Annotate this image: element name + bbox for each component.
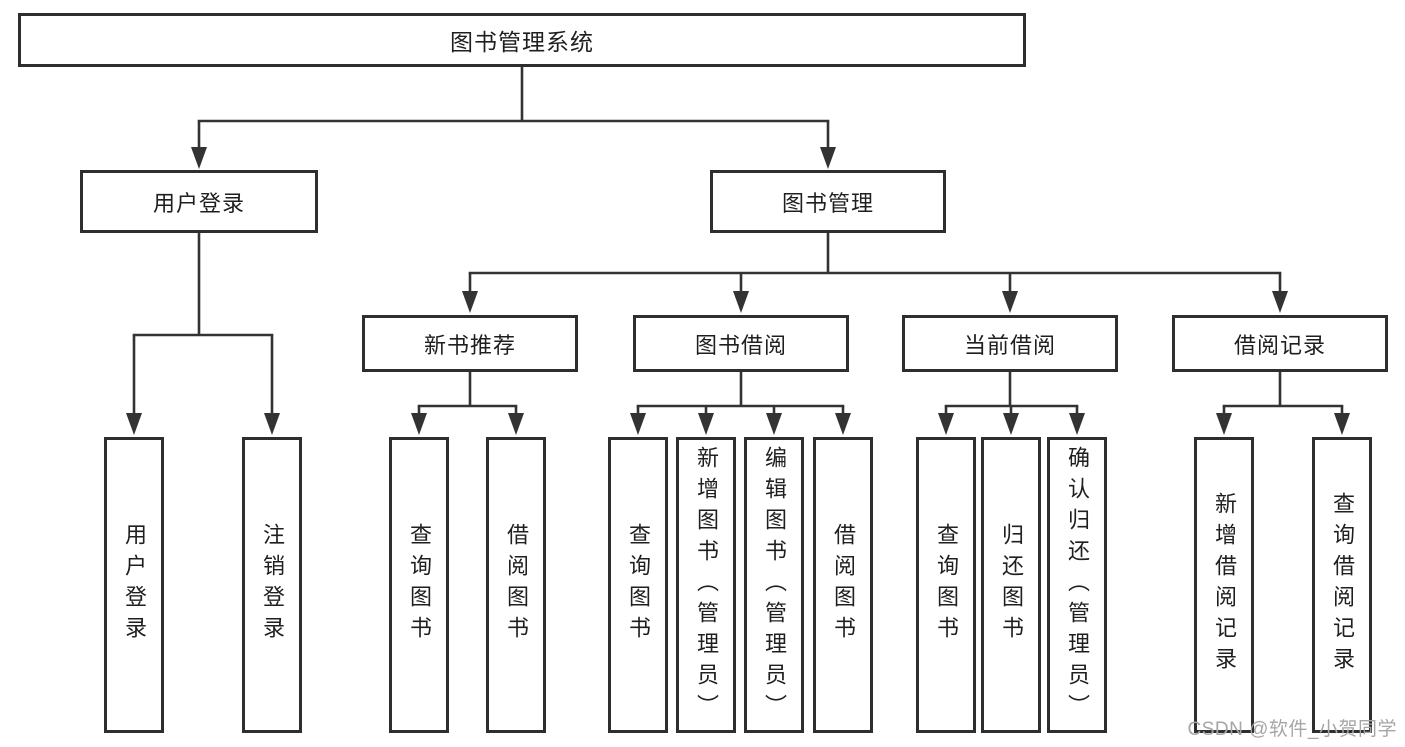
node-book-management: 图书管理 xyxy=(710,170,946,233)
arrowhead-icon xyxy=(1272,291,1288,313)
leaf-logout: 注销登录 xyxy=(242,437,302,733)
arrowhead-icon xyxy=(264,413,280,435)
node-current-borrowing: 当前借阅 xyxy=(902,315,1118,372)
branch-borrowing-records xyxy=(1216,372,1350,435)
arrowhead-icon xyxy=(698,413,714,435)
arrowhead-icon xyxy=(820,147,836,169)
node-borrowing-records: 借阅记录 xyxy=(1172,315,1388,372)
arrowhead-icon xyxy=(835,413,851,435)
leaf-add-books-admin: 新增图书（管理员） xyxy=(676,437,736,733)
node-new-book-recommendation: 新书推荐 xyxy=(362,315,578,372)
node-label: 新增借阅记录 xyxy=(1212,492,1237,678)
node-label: 图书借阅 xyxy=(694,332,787,358)
arrowhead-icon xyxy=(766,413,782,435)
leaf-borrow-books-recommend: 借阅图书 xyxy=(486,437,546,733)
leaf-query-books-recommend: 查询图书 xyxy=(389,437,449,733)
branch-new-book-recommendation xyxy=(411,372,524,435)
node-user-login: 用户登录 xyxy=(80,170,318,233)
arrowhead-icon xyxy=(1334,413,1350,435)
node-label: 查询图书 xyxy=(407,523,432,647)
branch-current-borrowing xyxy=(938,372,1085,435)
node-label: 借阅图书 xyxy=(504,523,529,647)
branch-book-borrowing xyxy=(630,372,851,435)
leaf-query-borrow-record: 查询借阅记录 xyxy=(1312,437,1372,733)
arrowhead-icon xyxy=(938,413,954,435)
node-label: 借阅记录 xyxy=(1233,332,1326,358)
node-label: 注销登录 xyxy=(260,523,285,647)
leaf-edit-books-admin: 编辑图书（管理员） xyxy=(744,437,804,733)
node-label: 归还图书 xyxy=(999,523,1024,647)
leaf-query-books-borrowing: 查询图书 xyxy=(608,437,668,733)
leaf-query-books-current: 查询图书 xyxy=(916,437,976,733)
node-label: 新增图书（管理员） xyxy=(694,445,719,725)
branch-root xyxy=(191,67,836,169)
node-label: 确认归还（管理员） xyxy=(1065,445,1090,725)
node-label: 用户登录 xyxy=(152,190,245,216)
arrowhead-icon xyxy=(462,291,478,313)
arrowhead-icon xyxy=(1002,291,1018,313)
leaf-user-login: 用户登录 xyxy=(104,437,164,733)
arrowhead-icon xyxy=(508,413,524,435)
arrowhead-icon xyxy=(630,413,646,435)
node-label: 新书推荐 xyxy=(423,332,516,358)
leaf-add-borrow-record: 新增借阅记录 xyxy=(1194,437,1254,733)
leaf-return-books: 归还图书 xyxy=(981,437,1041,733)
node-label: 用户登录 xyxy=(122,523,147,647)
node-library-management-system: 图书管理系统 xyxy=(18,13,1026,67)
node-label: 查询图书 xyxy=(626,523,651,647)
arrowhead-icon xyxy=(733,291,749,313)
arrowhead-icon xyxy=(1003,413,1019,435)
node-book-borrowing: 图书借阅 xyxy=(633,315,849,372)
leaf-confirm-return-admin: 确认归还（管理员） xyxy=(1047,437,1107,733)
leaf-borrow-books-borrowing: 借阅图书 xyxy=(813,437,873,733)
node-label: 借阅图书 xyxy=(831,523,856,647)
node-label: 图书管理系统 xyxy=(450,29,594,55)
arrowhead-icon xyxy=(1216,413,1232,435)
csdn-watermark: CSDN @软件_小贺同学 xyxy=(1187,719,1397,740)
node-label: 查询图书 xyxy=(934,523,959,647)
arrowhead-icon xyxy=(411,413,427,435)
node-label: 当前借阅 xyxy=(963,332,1056,358)
node-label: 图书管理 xyxy=(781,190,874,216)
branch-user-login xyxy=(126,233,280,435)
arrowhead-icon xyxy=(191,147,207,169)
arrowhead-icon xyxy=(126,413,142,435)
node-label: 编辑图书（管理员） xyxy=(762,445,787,725)
branch-book-management xyxy=(462,233,1288,313)
node-label: 查询借阅记录 xyxy=(1330,492,1355,678)
arrowhead-icon xyxy=(1069,413,1085,435)
